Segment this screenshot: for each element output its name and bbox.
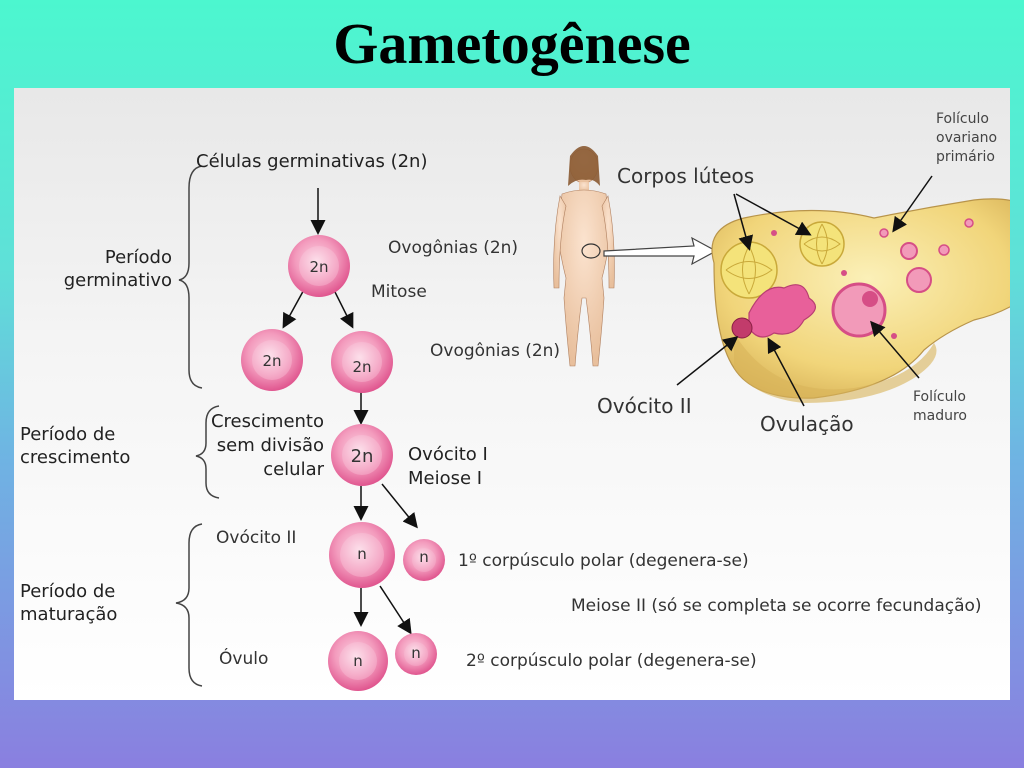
cell-ovogonia-top <box>288 235 350 297</box>
cell-ovocito-ii <box>329 522 395 588</box>
foliculo-maduro-label: Folículo maduro <box>913 389 967 424</box>
female-figure-illustration <box>553 146 615 367</box>
ovocito-ii-label: Ovócito II <box>216 528 297 548</box>
cell-polar-2 <box>395 633 437 675</box>
gametogenesis-diagram <box>175 146 1010 691</box>
cell-right-ploidy: 2n <box>352 358 372 376</box>
period-germinativo-label: Período germinativo <box>63 247 172 291</box>
ovary-ovocito-ii-label: Ovócito II <box>597 394 692 418</box>
cell-left-ploidy: 2n <box>262 352 282 370</box>
ovocito-meiose-label: Ovócito I Meiose I <box>408 444 488 489</box>
celulas-germinativas-label: Células germinativas (2n) <box>196 151 428 172</box>
crescimento-label: Crescimento sem divisão celular <box>210 411 324 480</box>
ovary-illustration <box>711 198 1010 403</box>
foliculo-primario-label: Folículo ovariano primário <box>936 111 998 165</box>
page-title: Gametogênese <box>333 11 691 76</box>
bracket-germinativo <box>178 165 203 389</box>
ovogonias-label-2: Ovogônias (2n) <box>430 341 561 361</box>
ovulacao-label: Ovulação <box>760 412 854 436</box>
cell-ov2-ploidy: n <box>357 545 367 563</box>
period-maturacao-label: Período de maturação <box>20 581 118 625</box>
cell-ovulo-ploidy: n <box>353 652 363 670</box>
ovulo-label: Óvulo <box>219 649 269 669</box>
cell-ovocito-i <box>331 424 393 486</box>
bracket-maturacao <box>175 523 203 687</box>
meiose-ii-label: Meiose II (só se completa se ocorre fecu… <box>571 596 982 616</box>
corpusculo-1-label: 1º corpúsculo polar (degenera-se) <box>458 551 749 571</box>
diagram-panel: Período germinativo Período de crescimen… <box>14 88 1010 700</box>
cell-top-ploidy: 2n <box>309 258 329 276</box>
period-crescimento-label: Período de crescimento <box>20 424 131 468</box>
zoom-arrow <box>603 236 718 266</box>
cell-polar2-ploidy: n <box>411 644 421 662</box>
ruptured-follicle <box>748 284 816 338</box>
ovogonias-label-1: Ovogônias (2n) <box>388 238 519 258</box>
cell-growth-ploidy: 2n <box>350 446 374 467</box>
ovocito-ii-released <box>731 317 753 339</box>
cell-ovulo <box>328 631 388 691</box>
cell-ovogonia-left <box>241 329 303 391</box>
cell-polar1-ploidy: n <box>419 548 429 566</box>
corpusculo-2-label: 2º corpúsculo polar (degenera-se) <box>466 651 757 671</box>
corpos-luteos-label: Corpos lúteos <box>617 164 755 188</box>
corpus-luteum-2 <box>799 221 845 267</box>
cell-ovogonia-right <box>331 331 393 393</box>
mitose-label: Mitose <box>371 282 427 302</box>
cell-polar-1 <box>403 539 445 581</box>
bracket-crescimento <box>195 405 220 499</box>
